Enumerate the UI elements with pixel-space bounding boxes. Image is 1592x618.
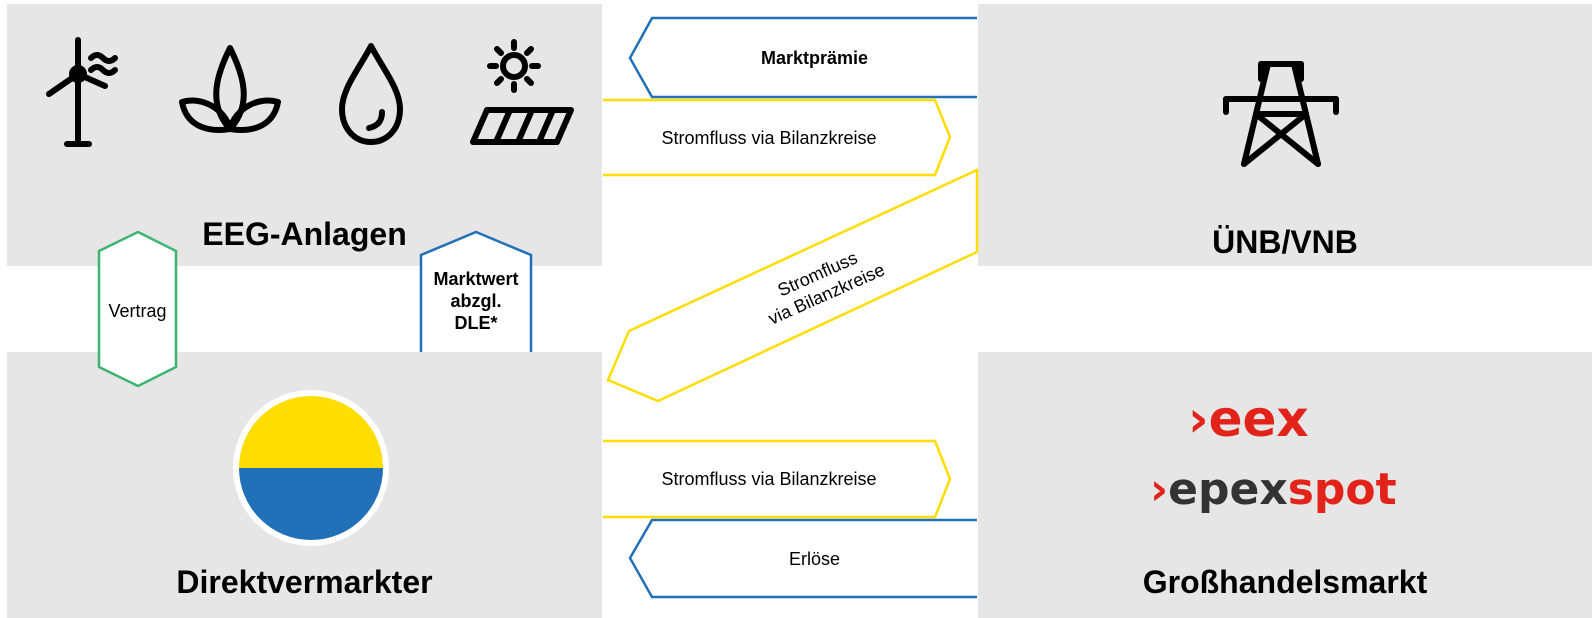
arrow-marktpraemie-label: Marktprämie bbox=[760, 48, 869, 68]
arrow-marktwert-shape bbox=[419, 230, 533, 352]
marktwert-line-3: DLE* bbox=[454, 313, 498, 333]
icon-row bbox=[46, 37, 574, 147]
panel-grosshandelsmarkt: ›eex ›epexspot Großhandelsmarkt bbox=[978, 352, 1592, 618]
arrow-erloese-label: Erlöse bbox=[788, 549, 841, 569]
arrow-stromfluss-diag-shape bbox=[606, 168, 979, 403]
panel-title-dv: Direktvermarkter bbox=[176, 564, 433, 600]
arrow-marktwert-label: Marktwert abzgl. DLE* bbox=[421, 268, 531, 334]
arrow-stromfluss-bottom-shape bbox=[603, 439, 952, 519]
panel-title-ghm: Großhandelsmarkt bbox=[1142, 564, 1428, 600]
arrow-stromfluss-top-label: Stromfluss via Bilanzkreise bbox=[661, 128, 877, 148]
eex-logo: ›eex bbox=[1188, 390, 1309, 448]
hydro-icon bbox=[339, 43, 403, 145]
panel-title-unb: ÜNB/VNB bbox=[1212, 224, 1358, 260]
panel-eeg-anlagen: EEG-Anlagen bbox=[7, 4, 602, 266]
arrow-stromfluss-top-shape bbox=[603, 98, 952, 177]
biomass-icon bbox=[179, 45, 281, 133]
arrow-vertrag-shape bbox=[97, 230, 178, 388]
spot-text: spot bbox=[1287, 464, 1397, 515]
eex-text: eex bbox=[1208, 390, 1309, 448]
direktvermarkter-logo bbox=[233, 390, 389, 546]
power-pylon-icon bbox=[1223, 61, 1339, 167]
panel-title-eeg: EEG-Anlagen bbox=[202, 216, 407, 252]
epexspot-logo: ›epexspot bbox=[1150, 464, 1397, 515]
epex-arrow: › bbox=[1150, 464, 1169, 515]
panel-unb-vnb: ÜNB/VNB bbox=[978, 4, 1592, 266]
arrow-marktpraemie-shape bbox=[628, 16, 977, 99]
wind-turbine-icon bbox=[46, 37, 118, 147]
epex-text: epex bbox=[1168, 464, 1288, 515]
solar-icon bbox=[470, 39, 574, 145]
panel-direktvermarkter: Direktvermarkter bbox=[7, 352, 602, 618]
marktwert-line-1: Marktwert bbox=[433, 269, 519, 289]
eex-arrow: › bbox=[1188, 390, 1209, 448]
arrow-stromfluss-bottom-label: Stromfluss via Bilanzkreise bbox=[661, 469, 877, 489]
marktwert-line-2: abzgl. bbox=[450, 291, 502, 311]
arrow-vertrag-label: Vertrag bbox=[108, 301, 167, 321]
arrow-erloese-shape bbox=[628, 518, 977, 599]
